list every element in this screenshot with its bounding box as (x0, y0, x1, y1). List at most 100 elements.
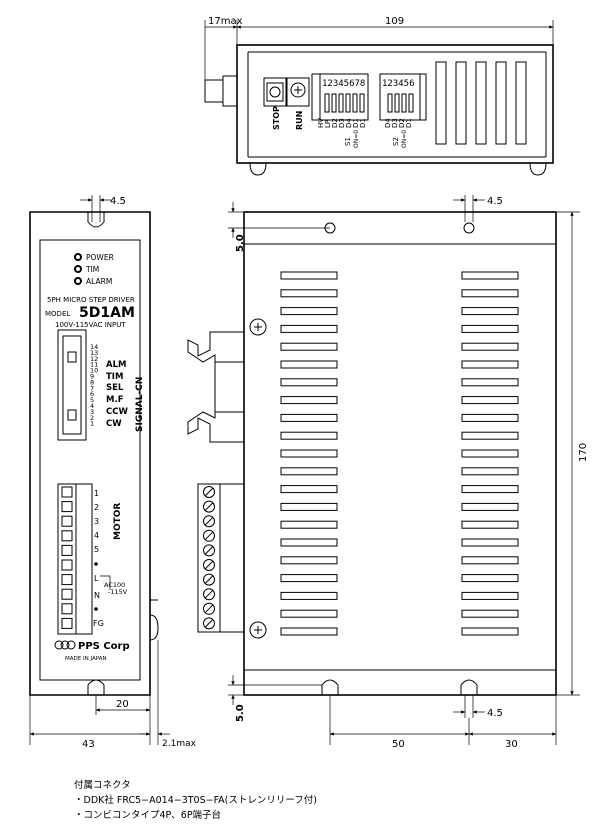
run-pot-drawing (286, 77, 310, 107)
vent-slot (461, 591, 519, 600)
vent-slot (461, 324, 519, 333)
signal-pin-number: 13 (90, 349, 98, 357)
side-terminal-block (197, 483, 245, 633)
svg-text:LP: LP (324, 120, 332, 128)
vent-slot (461, 413, 519, 422)
side-terminal-screw (203, 602, 215, 615)
signal-mf: M.F (106, 395, 124, 405)
top-view: 17max 109 STOP RUN 12345678 (204, 16, 554, 176)
svg-text:D2: D2 (398, 118, 406, 128)
vent-slot (280, 556, 338, 565)
vent-slot (461, 271, 519, 280)
led-alarm-label: ALARM (86, 277, 112, 286)
vent-slot (461, 520, 519, 529)
svg-text:D3: D3 (391, 118, 399, 128)
side-vents-left (280, 271, 338, 636)
vent-slot (280, 342, 338, 351)
signal-pin-number: 9 (90, 373, 94, 381)
dim-5-0-top: 5.0 (235, 234, 246, 252)
dim-2-1max: 2.1max (162, 739, 197, 749)
vent-slot (280, 271, 338, 280)
vent-slot (280, 591, 338, 600)
side-vents-right (461, 271, 519, 636)
signal-pin-number: 12 (90, 355, 98, 363)
terminal-screw (61, 574, 73, 586)
motor-pin-5: 5 (94, 545, 99, 554)
vent-slot (280, 413, 338, 422)
top-vents (435, 61, 527, 145)
svg-text:D2: D2 (331, 118, 339, 128)
dim-side-4-5-bottom: 4.5 (487, 708, 503, 719)
motor-pin-4: 4 (94, 531, 99, 540)
svg-text:D4: D4 (345, 118, 353, 128)
terminal-screw (61, 559, 73, 571)
vent-slot (461, 307, 519, 316)
led-power-label: POWER (86, 253, 114, 262)
terminal-screw (61, 617, 73, 629)
side-terminal-screw (203, 617, 215, 630)
vent-slot (280, 449, 338, 458)
dim-side-4-5-top: 4.5 (487, 196, 503, 207)
model-name: 5D1AM (79, 305, 135, 321)
accessory-notes: 付属コネクタ ・DDK社 FRC5−A014−3T0S−FA(ストレンリリーフ付… (74, 778, 317, 823)
signal-connector (57, 329, 87, 441)
vent-slot (461, 556, 519, 565)
signal-ccw: CCW (106, 407, 128, 417)
dim-30: 30 (505, 739, 518, 750)
terminal-screw (61, 588, 73, 600)
vent-slot (461, 342, 519, 351)
signal-pin-number: 8 (90, 378, 94, 386)
dip2-numbers: 123456 (382, 79, 415, 89)
side-outline (243, 211, 557, 696)
made-in-label: MADE IN JAPAN (65, 656, 107, 662)
pps-logo (54, 640, 76, 650)
run-label: RUN (295, 111, 304, 130)
terminal-screw (61, 603, 73, 615)
mount-screw-top (249, 318, 267, 336)
signal-alm: ALM (106, 360, 126, 370)
side-terminal-screw (203, 515, 215, 528)
vent-slot (461, 627, 519, 636)
svg-text:HV: HV (317, 118, 325, 128)
ac-label: AC100 (104, 581, 125, 589)
s2-label: S2 (392, 137, 400, 146)
dim-5-0-bottom: 5.0 (235, 704, 246, 722)
fg-label: FG (93, 619, 104, 628)
vent-slot (280, 307, 338, 316)
s1-on-label: ON=0 (353, 130, 360, 148)
s1-label: S1 (344, 137, 352, 146)
power-n-label: N (94, 591, 100, 600)
vent-slot (461, 538, 519, 547)
notes-line-2: ・コンビコンタイプ4P、6P端子台 (74, 810, 222, 821)
terminal-screw (61, 530, 73, 542)
signal-pin-number: 2 (90, 414, 94, 422)
mount-screw-bottom (249, 621, 267, 639)
signal-pin-number: 10 (90, 367, 98, 375)
dim-50: 50 (392, 739, 405, 750)
side-terminal-screw (203, 544, 215, 557)
input-label: 100V-115VAC INPUT (55, 321, 126, 329)
notes-title: 付属コネクタ (74, 780, 131, 791)
vent-slot (280, 538, 338, 547)
vent-slot (461, 396, 519, 405)
terminal-screw (61, 486, 73, 498)
signal-pin-number: 14 (90, 343, 98, 351)
stop-label: STOP (272, 106, 281, 130)
vent-slot (461, 449, 519, 458)
din-rail-clip (187, 331, 244, 443)
side-terminal-screw (203, 573, 215, 586)
vent-slot (280, 360, 338, 369)
signal-cn-label: SIGNAL-CN (135, 377, 145, 432)
vent-slot (280, 431, 338, 440)
signal-pin-number: 6 (90, 390, 94, 398)
vent-slot (280, 627, 338, 636)
signal-pin-number: 1 (90, 420, 94, 428)
ac-label-2: -115V (108, 588, 128, 596)
vent-slot (461, 502, 519, 511)
dim-17max: 17max (208, 16, 243, 27)
dip1-numbers: 12345678 (322, 79, 365, 89)
vent-slot (280, 467, 338, 476)
signal-tim: TIM (106, 372, 123, 382)
